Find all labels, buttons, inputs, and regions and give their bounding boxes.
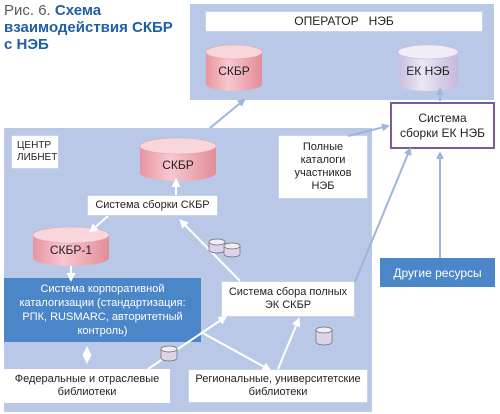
other-resources-label: Другие ресурсы: [393, 265, 482, 280]
arrow-collection-to-assembly-ek: [354, 147, 412, 283]
database-icon: [315, 326, 333, 346]
skbr1-cylinder: [32, 226, 110, 266]
arrow-corporate-to-regional: [200, 331, 272, 371]
caption-prefix: Рис. 6.: [4, 2, 55, 19]
arrow-libnet-to-operator: [209, 98, 246, 129]
arrow-assembly-skbr-to-skbr1: [88, 215, 109, 233]
federal-libraries-label: Федеральные и отраслевые библиотеки: [14, 373, 160, 398]
operator-skbr-cylinder: [205, 44, 263, 91]
arrow-libnet-to-assembly-ek: [347, 123, 390, 137]
full-ek-collection-label: Система сбора полных ЭК СКБР: [228, 286, 348, 311]
arrow-federal-to-collection: [147, 315, 228, 370]
operator-ek-cylinder: [397, 44, 459, 91]
full-catalogs-box: Полные каталоги участников НЭБ: [278, 135, 368, 199]
caption-title: Схема взаимодействия СКБР с НЭБ: [4, 2, 173, 53]
other-resources-box: Другие ресурсы: [380, 258, 495, 287]
full-catalogs-label: Полные каталоги участников НЭБ: [294, 141, 352, 192]
operator-skbr-label: СКБР: [218, 64, 250, 78]
libnet-skbr-cylinder: [139, 137, 217, 181]
regional-libraries-label: Региональные, университетские библиотеки: [195, 373, 361, 398]
libnet-center-label: ЦЕНТР ЛИБНЕТ: [17, 140, 58, 163]
regional-libraries-box: Региональные, университетские библиотеки: [188, 369, 368, 403]
operator-ek-label: ЕК НЭБ: [406, 64, 450, 78]
figure-caption: Рис. 6. Схема взаимодействия СКБР с НЭБ: [4, 2, 184, 53]
assembly-ek-box: Система сборки ЕК НЭБ: [390, 102, 495, 149]
assembly-ek-label: Система сборки ЕК НЭБ: [399, 110, 485, 140]
operator-label: ОПЕРАТОР НЭБ: [294, 14, 394, 28]
libnet-skbr-label: СКБР: [162, 158, 194, 172]
federal-libraries-box: Федеральные и отраслевые библиотеки: [4, 369, 170, 403]
full-ek-collection-box: Система сбора полных ЭК СКБР: [221, 281, 355, 317]
arrow-regional-to-collection: [277, 317, 301, 370]
skbr1-label: СКБР-1: [49, 243, 93, 257]
assembly-skbr-label: Система сборки СКБР: [95, 199, 210, 211]
libnet-center-box: ЦЕНТР ЛИБНЕТ: [11, 135, 59, 169]
assembly-skbr-box: Система сборки СКБР: [87, 195, 218, 216]
database-icon: [160, 345, 178, 362]
corporate-system-label: Система корпоративной каталогизации (ста…: [19, 283, 186, 337]
operator-label-box: ОПЕРАТОР НЭБ: [205, 11, 483, 32]
database-icon: [208, 238, 241, 258]
corporate-system-box: Система корпоративной каталогизации (ста…: [4, 278, 201, 342]
